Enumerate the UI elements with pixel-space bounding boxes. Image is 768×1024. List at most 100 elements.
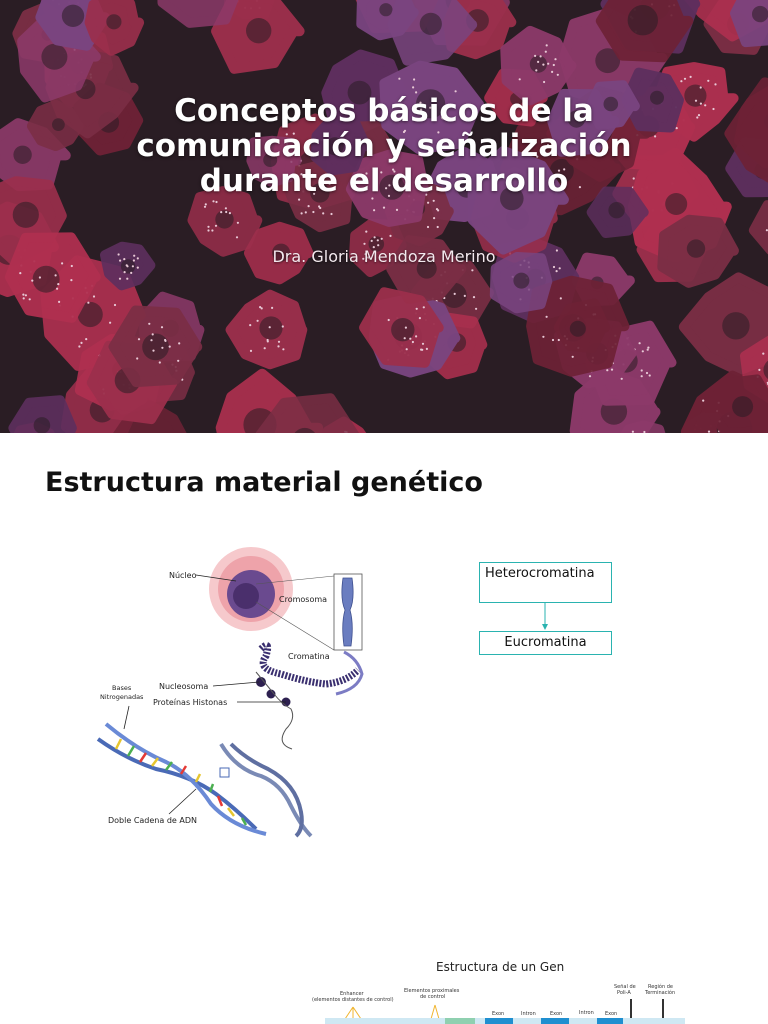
flower-speckle — [689, 75, 692, 78]
flower-speckle — [405, 348, 408, 351]
flower-speckle — [362, 257, 365, 260]
flower-speckle — [606, 369, 609, 372]
flower-speckle — [535, 69, 538, 72]
flower-speckle — [415, 335, 418, 338]
flower-speckle — [638, 342, 641, 345]
flower-speckle — [365, 172, 368, 175]
flower-center — [142, 333, 170, 361]
flower-speckle — [207, 225, 210, 228]
flower-speckle — [133, 254, 136, 257]
flower-speckle — [699, 86, 702, 89]
flower-speckle — [377, 244, 380, 247]
flower-speckle — [87, 301, 90, 304]
flower-speckle — [80, 341, 83, 344]
flower-speckle — [137, 338, 141, 341]
flower-speckle — [697, 114, 701, 117]
flower-speckle — [31, 279, 34, 282]
flower-speckle — [411, 340, 414, 344]
title-slide: Conceptos básicos de la comunicación y s… — [0, 0, 768, 433]
flower-speckle — [546, 143, 550, 147]
flower-speckle — [148, 322, 151, 325]
flower-speckle — [118, 277, 122, 280]
flower-speckle — [126, 277, 129, 280]
flower-center — [246, 18, 272, 44]
flower-speckle — [28, 298, 31, 301]
flower-speckle — [472, 296, 476, 299]
flower-speckle — [161, 346, 164, 349]
flower-speckle — [109, 321, 112, 324]
flower-center — [294, 427, 315, 433]
flower-speckle — [518, 78, 521, 81]
flower-speckle — [552, 63, 555, 67]
flower-speckle — [277, 345, 280, 348]
flower-speckle — [421, 342, 425, 345]
flower-speckle — [119, 259, 122, 262]
flower-speckle — [419, 101, 422, 104]
flower-speckle — [640, 375, 643, 378]
flower-speckle — [363, 242, 366, 245]
flower-speckle — [648, 374, 651, 377]
flower-speckle — [389, 234, 392, 237]
flower-speckle — [433, 217, 436, 220]
flower-speckle — [640, 369, 643, 372]
flower-center — [106, 14, 122, 30]
flower-speckle — [136, 257, 139, 260]
flower-speckle — [425, 193, 428, 196]
flower-center — [77, 301, 103, 328]
flower-speckle — [54, 274, 57, 277]
flower-speckle — [471, 269, 474, 272]
flower-speckle — [702, 399, 705, 402]
flower-speckle — [123, 258, 126, 261]
flower-speckle — [412, 86, 415, 89]
flower-speckle — [158, 361, 161, 364]
flower-speckle — [542, 63, 545, 66]
flower-speckle — [451, 118, 454, 121]
flower-speckle — [694, 99, 698, 102]
slide-title: Conceptos básicos de la comunicación y s… — [136, 93, 632, 199]
flower-speckle — [136, 357, 139, 360]
flower-speckle — [409, 337, 412, 340]
flower-speckle — [545, 44, 548, 47]
flower-speckle — [762, 352, 765, 355]
flower-speckle — [365, 259, 368, 262]
flower-speckle — [281, 325, 284, 328]
flower-speckle — [130, 271, 133, 274]
label-term-1: Región de — [648, 983, 673, 990]
flower-speckle — [207, 229, 210, 232]
content-slide: Estructura material genético — [0, 433, 768, 1024]
flower-speckle — [388, 184, 391, 187]
flower-center — [52, 118, 65, 131]
flower-speckle — [277, 340, 281, 343]
flower-speckle — [70, 279, 73, 282]
flower-speckle — [380, 237, 383, 240]
flower-center — [41, 43, 68, 70]
flower-speckle — [131, 265, 134, 268]
flower-speckle — [559, 297, 562, 300]
label-enhancer-1: Enhancer — [340, 991, 365, 997]
flower-speckle — [24, 294, 27, 297]
flower-speckle — [551, 70, 554, 73]
flower-petal — [157, 0, 239, 28]
flower-speckle — [61, 262, 64, 265]
flower-speckle — [19, 272, 22, 275]
flower-speckle — [544, 50, 547, 53]
flower-speckle — [620, 377, 623, 380]
flower-speckle — [214, 224, 218, 227]
flower-speckle — [646, 348, 649, 351]
flower-speckle — [298, 198, 301, 201]
flower-speckle — [429, 106, 432, 109]
flower-speckle — [376, 239, 379, 242]
flower-speckle — [442, 117, 445, 120]
flower-speckle — [373, 236, 376, 239]
flower-speckle — [387, 318, 390, 322]
flower-speckle — [571, 355, 574, 358]
flower-speckle — [425, 347, 428, 350]
flower-center — [684, 84, 707, 107]
label-enhancer-2: (elementos distantes de control) — [312, 997, 394, 1003]
flower-speckle — [132, 259, 135, 262]
label-polya-2: Poli-A — [617, 990, 631, 996]
flower-speckle — [228, 212, 231, 215]
flower-center — [513, 272, 530, 289]
flower-speckle — [632, 177, 635, 180]
flower-speckle — [211, 229, 214, 232]
